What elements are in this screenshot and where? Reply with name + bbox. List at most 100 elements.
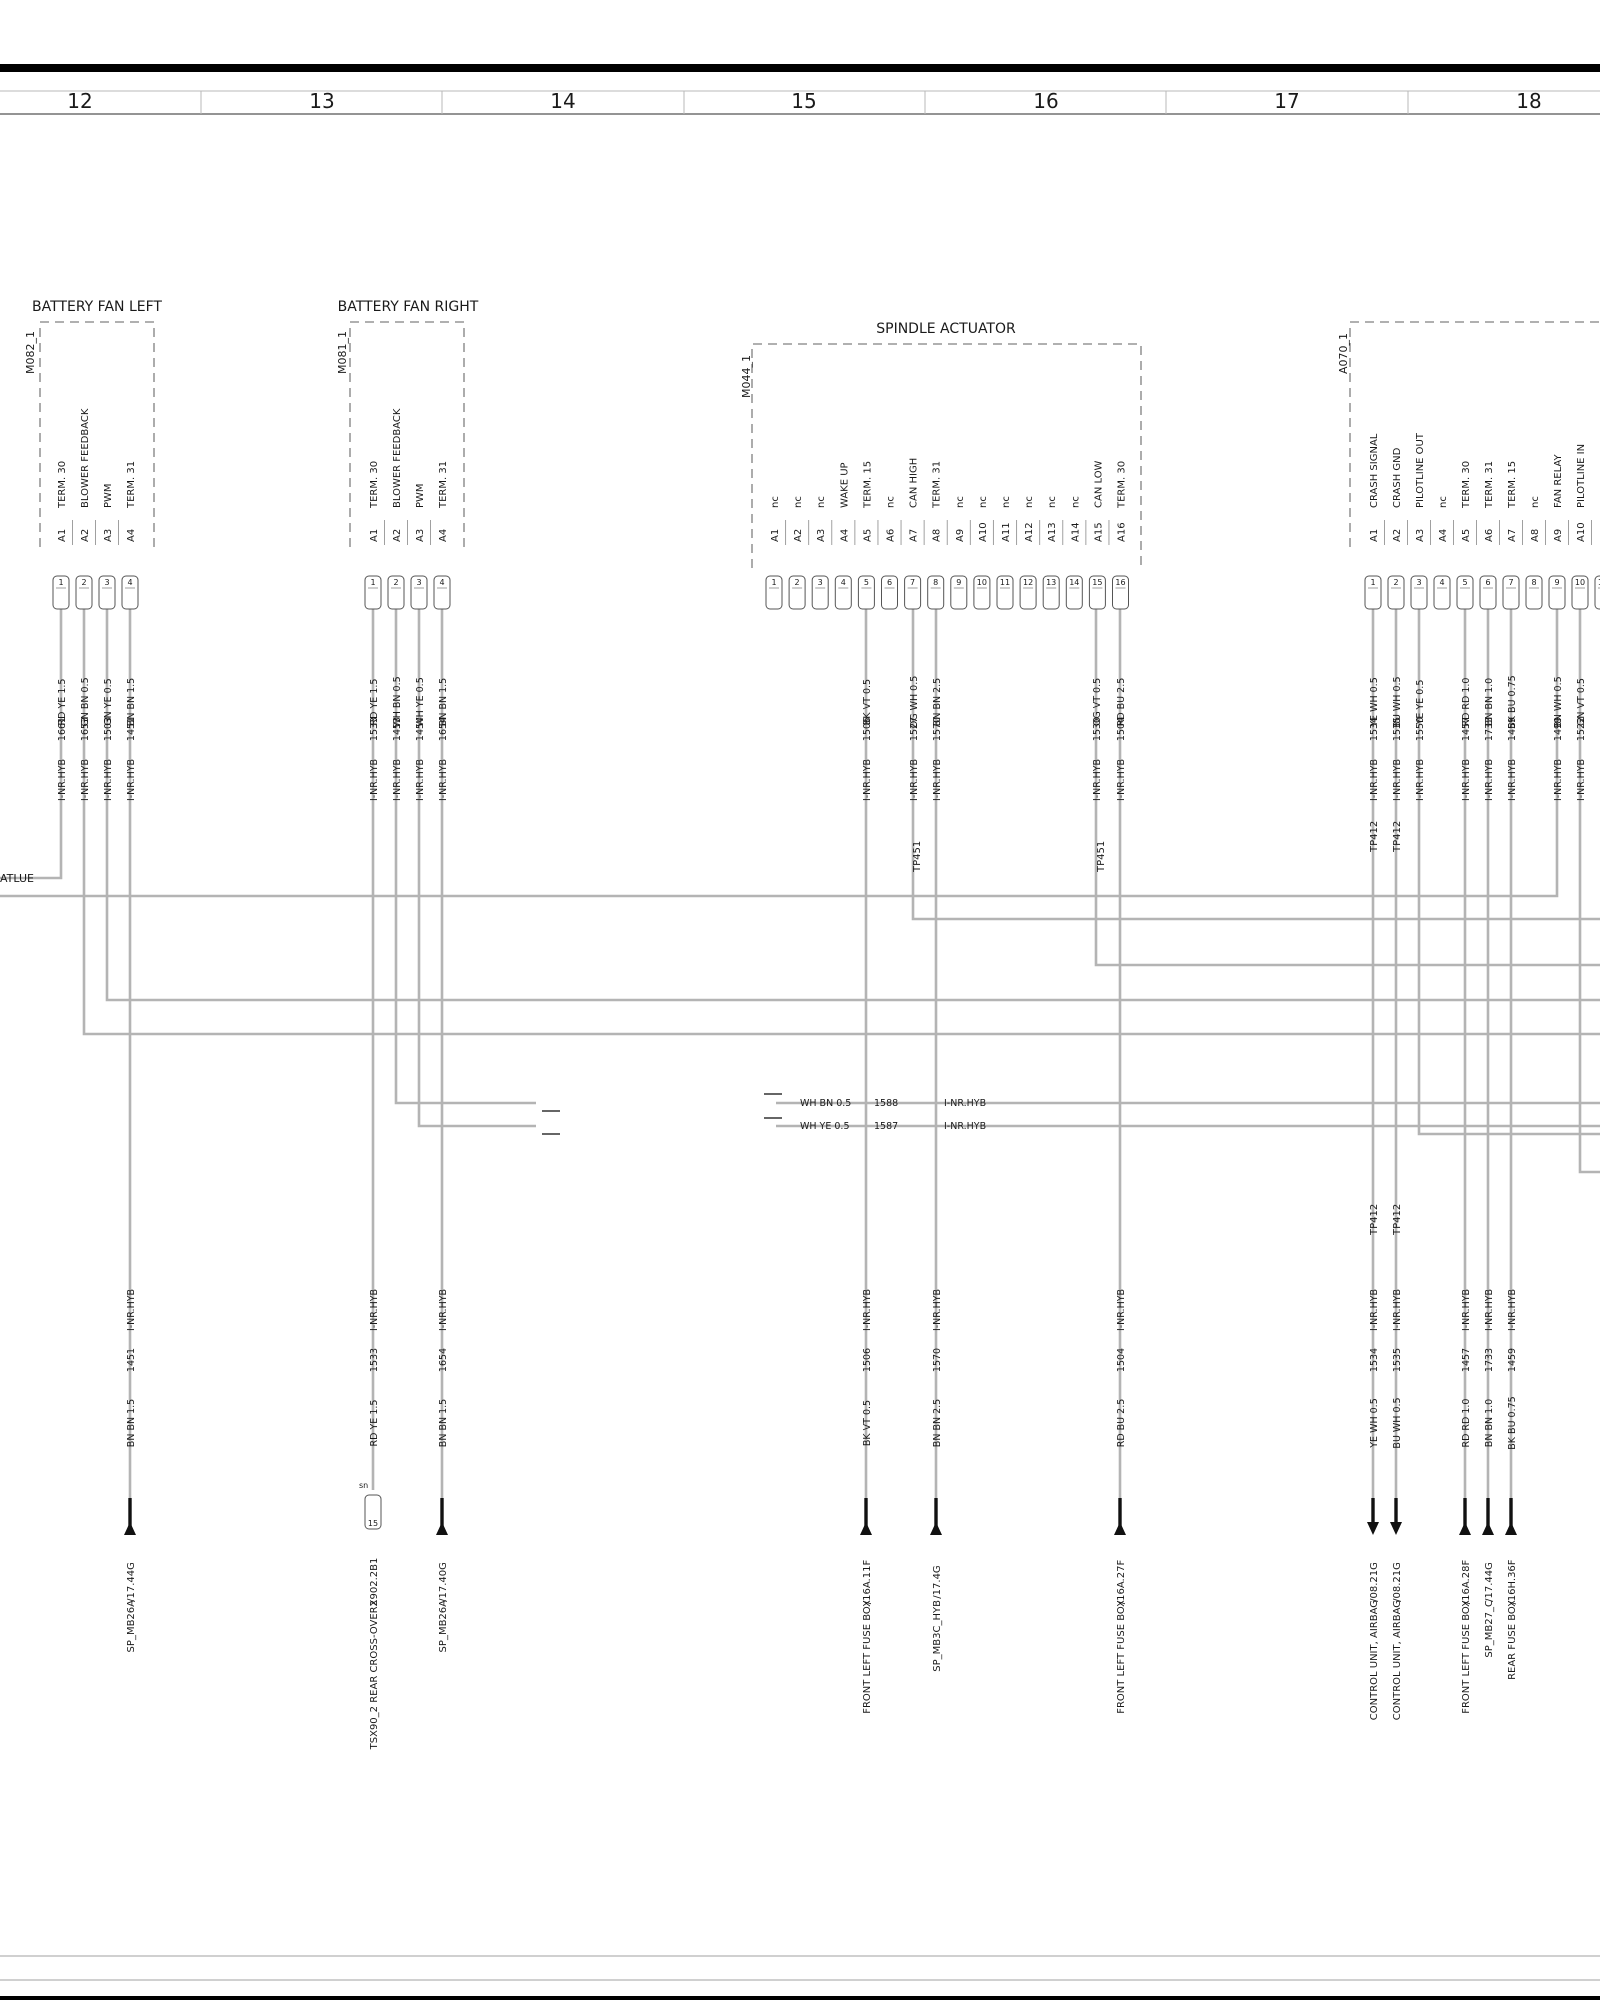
- pin-position-label: A2: [1392, 529, 1403, 542]
- pin-number: 4: [127, 578, 132, 587]
- pin-terminal: [75, 575, 93, 610]
- test-point-label: TP412: [1369, 821, 1380, 853]
- pin-number: 8: [933, 578, 938, 587]
- wire-color-label: YE YE 0.5: [1415, 680, 1426, 726]
- splice-connector-pin: 15: [368, 1519, 378, 1528]
- wire-number-label: 1533: [369, 1348, 380, 1372]
- column-number: 15: [791, 89, 816, 113]
- pin-position-label: A12: [1024, 522, 1035, 542]
- pin-function-label: TERM. 30: [57, 461, 68, 509]
- component-boundary: [751, 343, 1142, 568]
- destination-reference: /17.4G: [932, 1565, 943, 1598]
- arrow-up-icon: [930, 1522, 942, 1535]
- pin-number: 8: [1531, 578, 1536, 587]
- pin-position-label: A3: [816, 529, 827, 542]
- wire-route: [105, 592, 1600, 1002]
- wire-harness-label: I-NR.HYB: [1507, 1289, 1518, 1331]
- destination-name: SP_MB27_C: [1484, 1600, 1495, 1658]
- pin-position-label: A14: [1070, 522, 1081, 542]
- pin-function-label: PWM: [415, 483, 426, 508]
- pin-function-label: BLOWER FEEDBACK: [392, 408, 403, 508]
- pin-function-label: CRASH GND: [1392, 447, 1403, 508]
- wire-color-label: WH BN 0.5: [392, 676, 403, 727]
- wire-route: [0, 592, 1559, 898]
- pin-position-label: A7: [1507, 529, 1518, 542]
- component-reference: M081_1: [336, 331, 349, 374]
- wire-color-label: BU WH 0.5: [1392, 1397, 1403, 1448]
- pin-position-label: A7: [909, 529, 920, 542]
- pin-function-label: WAKE UP: [839, 462, 850, 508]
- pin-position-label: A11: [1001, 522, 1012, 542]
- pin-function-label: nc: [886, 496, 897, 508]
- component-boundary: [349, 321, 465, 547]
- pin-function-label: PWM: [103, 483, 114, 508]
- wire-number-label: 1506: [862, 1348, 873, 1372]
- pin-number: 2: [1393, 578, 1398, 587]
- pin-function-label: TERM. 30: [1461, 461, 1472, 509]
- pin-function-label: TERM. 30: [1117, 461, 1128, 509]
- wire-number-label: 1535: [1392, 717, 1403, 741]
- wire-harness-label: I-NR.HYB: [862, 1289, 873, 1331]
- wire-color-label: WH YE 0.5: [415, 677, 426, 727]
- pin-position-label: A4: [438, 529, 449, 542]
- wire-harness-label: I-NR.HYB: [1461, 759, 1472, 801]
- wire-color-label: BN BN 1.5: [126, 678, 137, 726]
- pin-number: 1: [771, 578, 776, 587]
- wire-color-label: BN BN 1.5: [126, 1399, 137, 1447]
- pin-terminal: [1065, 575, 1083, 610]
- splice-label: ATLUE: [0, 872, 34, 885]
- test-point-label: TP412: [1392, 821, 1403, 853]
- pin-terminal: [1433, 575, 1451, 610]
- pin-function-label: nc: [1438, 496, 1449, 508]
- component-title: SPINDLE ACTUATOR: [876, 321, 1016, 337]
- wire-harness-label: I-NR.HYB: [1461, 1289, 1472, 1331]
- wire-harness-label: I-NR.HYB: [1415, 759, 1426, 801]
- pin-function-label: TERM. 31: [126, 461, 137, 509]
- wire-harness-label: I-NR.HYB: [944, 1098, 986, 1109]
- pin-position-label: A5: [862, 529, 873, 542]
- pin-terminal: [410, 575, 428, 610]
- wire-number-label: 1534: [1369, 1348, 1380, 1372]
- pin-terminal: [1571, 575, 1589, 610]
- pin-function-label: nc: [1530, 496, 1541, 508]
- arrow-up-icon: [124, 1522, 136, 1535]
- wire-route: [82, 592, 1600, 1036]
- wire-color-label: RD YE 1.5: [369, 679, 380, 726]
- wire-harness-label: I-NR.HYB: [1116, 759, 1127, 801]
- wire-harness-label: I-NR.HYB: [1507, 759, 1518, 801]
- wire-route: [0, 592, 63, 880]
- wire-harness-label: I-NR.HYB: [932, 1289, 943, 1331]
- pin-terminal: [1525, 575, 1543, 610]
- pin-function-label: CAN HIGH: [909, 458, 920, 508]
- splice-connector: sn 15: [359, 1481, 382, 1530]
- test-point-label: TP451: [1096, 841, 1107, 873]
- pin-number: 3: [818, 578, 823, 587]
- wire-number-label: 1587: [874, 1121, 898, 1132]
- pin-position-label: A6: [886, 529, 897, 542]
- wire-harness-label: I-NR.HYB: [1369, 1289, 1380, 1331]
- pin-terminal: [433, 575, 451, 610]
- pin-terminal: [98, 575, 116, 610]
- wire-number-label: 1451: [126, 1348, 137, 1372]
- wire-number-label: 1454: [415, 717, 426, 741]
- pin-terminal: [1548, 575, 1566, 610]
- wire-color-label: WH BN 0.5: [800, 1098, 851, 1109]
- wire-harness-label: I-NR.HYB: [80, 759, 91, 801]
- destination-name: REAR FUSE BOX: [1507, 1600, 1518, 1680]
- wire-harness-label: I-NR.HYB: [1392, 759, 1403, 801]
- pin-number: 2: [393, 578, 398, 587]
- pin-position-label: A1: [770, 529, 781, 542]
- pin-number: 9: [956, 578, 961, 587]
- pin-number: 9: [1554, 578, 1559, 587]
- arrow-down-icon: [1367, 1522, 1379, 1535]
- arrow-up-icon: [436, 1522, 448, 1535]
- pin-terminal: [857, 575, 875, 610]
- wire-routes: [0, 592, 1600, 1498]
- destination-reference: /16A.11F: [862, 1560, 873, 1605]
- destination-name: TSX90_2 REAR CROSS-OVER2: [369, 1600, 380, 1750]
- component-boundary: [39, 321, 155, 547]
- pin-number: 2: [81, 578, 86, 587]
- component-title: BATTERY FAN LEFT: [32, 299, 162, 315]
- pin-number: 3: [1416, 578, 1421, 587]
- wire-number-label: 1588: [874, 1098, 898, 1109]
